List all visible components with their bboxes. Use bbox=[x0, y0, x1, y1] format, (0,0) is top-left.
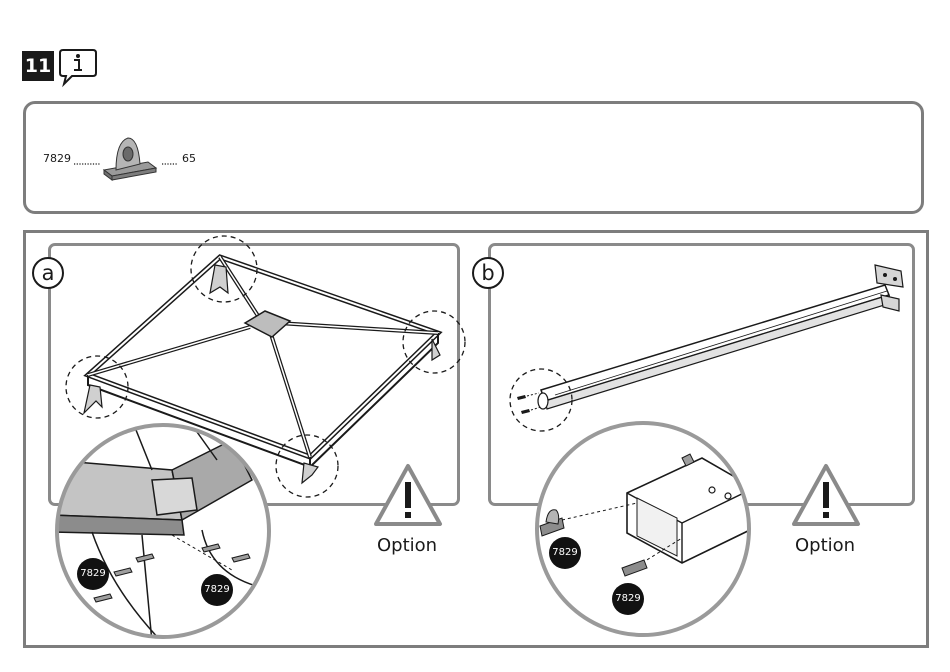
step-number: 11 bbox=[22, 51, 54, 81]
part-quantity: 65 bbox=[182, 152, 196, 165]
leader-dots-left bbox=[72, 162, 102, 166]
warning-triangle-icon bbox=[372, 462, 444, 528]
info-icon bbox=[58, 46, 98, 86]
leader-dots-right bbox=[160, 162, 180, 166]
option-label-b: Option bbox=[795, 535, 855, 556]
panel-b-label: b bbox=[472, 257, 504, 289]
part-badge-a-right: 7829 bbox=[201, 574, 233, 606]
part-code: 7829 bbox=[43, 152, 71, 165]
rafter-illustration bbox=[505, 255, 915, 435]
warning-triangle-icon bbox=[790, 462, 862, 528]
part-badge-a-left: 7829 bbox=[77, 558, 109, 590]
part-badge-b-top: 7829 bbox=[549, 537, 581, 569]
panel-b-zoom-detail bbox=[532, 418, 754, 640]
bracket-part-icon bbox=[100, 132, 160, 182]
panel-a-zoom-detail bbox=[52, 420, 274, 642]
option-label-a: Option bbox=[377, 535, 437, 556]
part-badge-b-bottom: 7829 bbox=[612, 583, 644, 615]
